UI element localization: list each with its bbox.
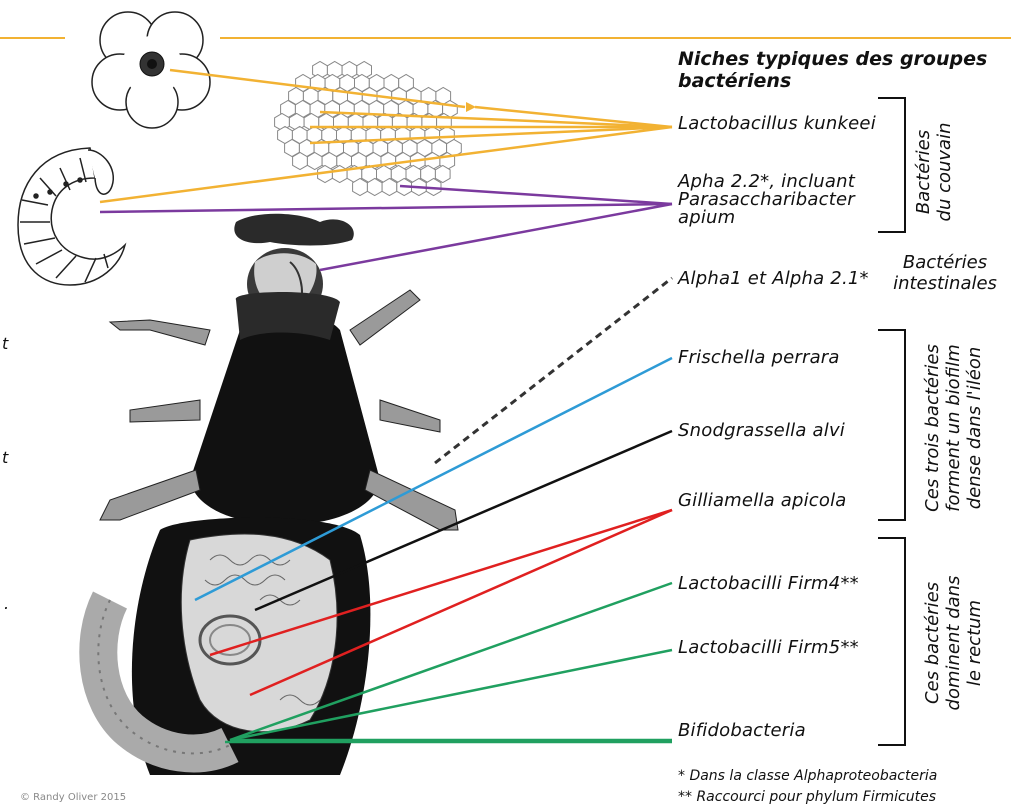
cut-text-1: t — [2, 334, 8, 353]
label-apium: apium — [678, 207, 735, 228]
connector-alpha22 — [400, 186, 672, 204]
group-ileon: Ces trois bactéries forment un biofilm d… — [922, 328, 988, 528]
group-ileon-line1: Ces trois bactéries — [922, 328, 943, 528]
group-intestinales-line2: intestinales — [880, 273, 1010, 294]
flower-illustration — [92, 12, 210, 128]
label-lactobacillus-kunkeei: Lactobacillus kunkeei — [678, 113, 876, 134]
group-rectum: Ces bactéries dominent dans le rectum — [922, 558, 988, 728]
label-snodgrassella-alvi: Snodgrassella alvi — [678, 420, 845, 441]
label-bifidobacteria: Bifidobacteria — [678, 720, 806, 741]
cut-text-3: . — [4, 594, 9, 613]
honeycomb-cell — [367, 179, 382, 196]
group-ileon-line2: forment un biofilm — [943, 328, 964, 528]
honeycomb-cell — [307, 153, 322, 170]
group-brackets — [878, 98, 905, 745]
group-couvain-line1: Bactéries — [913, 112, 934, 232]
group-intestinales-line1: Bactéries — [880, 252, 1010, 273]
arrowhead-kunkeei — [466, 102, 476, 112]
honeycomb-cell — [332, 166, 347, 183]
label-gilliamella-apicola: Gilliamella apicola — [678, 490, 847, 511]
group-intestinales: Bactéries intestinales — [880, 252, 1010, 294]
honeycomb-cell — [293, 153, 308, 170]
cut-text-2: t — [2, 448, 8, 467]
group-rectum-line2: dominent dans — [943, 558, 964, 728]
group-rectum-line1: Ces bactéries — [922, 558, 943, 728]
connector-alpha22 — [320, 204, 672, 270]
honeycomb-cell — [382, 179, 397, 196]
label-firm5: Lactobacilli Firm5** — [678, 637, 859, 658]
group-rectum-line3: le rectum — [964, 558, 985, 728]
bracket-rectum — [878, 538, 905, 745]
bracket-couvain — [878, 98, 905, 232]
connector-alpha22 — [100, 204, 672, 212]
bracket-ileon — [878, 330, 905, 520]
honeycomb-cell — [353, 179, 368, 196]
legend-title: Niches typiques des groupes bactériens — [678, 48, 998, 92]
connector-alpha1 — [435, 278, 672, 463]
group-ileon-line3: dense dans l'iléon — [964, 328, 985, 528]
footnote-firmicutes: ** Raccourci pour phylum Firmicutes — [678, 789, 936, 805]
label-frischella-perrara: Frischella perrara — [678, 347, 840, 368]
group-couvain: Bactéries du couvain — [913, 112, 957, 232]
footnote-alpha: * Dans la classe Alphaproteobacteria — [678, 768, 937, 784]
image-credit: © Randy Oliver 2015 — [20, 792, 126, 803]
group-couvain-line2: du couvain — [934, 112, 955, 232]
larva-illustration — [18, 148, 125, 285]
label-alpha1-alpha21: Alpha1 et Alpha 2.1* — [678, 268, 869, 289]
label-firm4: Lactobacilli Firm4** — [678, 573, 859, 594]
honeycomb-cell — [435, 166, 450, 183]
